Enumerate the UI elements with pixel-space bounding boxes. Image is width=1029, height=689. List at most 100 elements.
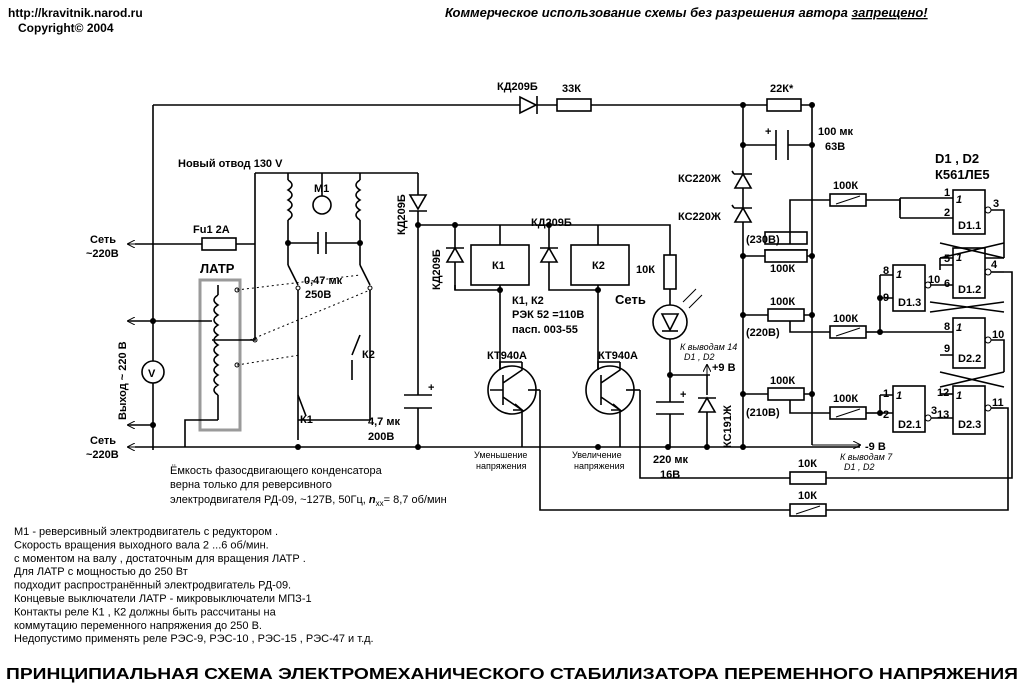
label-plus9: +9 В [712,362,736,374]
transistor-kt940-2 [585,362,635,447]
svg-text:+: + [765,126,771,138]
gate-d2-3-name: D2.3 [958,419,981,431]
pin-13: 13 [937,409,949,421]
gate-d2-2-name: D2.2 [958,353,981,365]
label-dec1: Уменьшение [474,450,527,460]
pin-11: 11 [992,397,1004,409]
m1-notes: М1 - реверсивный электродвигатель с реду… [14,526,374,645]
gate-d1-1 [952,189,986,235]
label-cap47-1: 4,7 мк [368,416,400,428]
label-r100k-c: 100К [770,375,795,387]
zener-kc220-2 [731,204,753,223]
label-fu1: Fu1 2A [193,224,230,236]
resistor-230 [764,231,808,245]
header-warning: Коммерческое использование схемы без раз… [445,5,928,20]
resistor-22k [766,98,802,112]
label-r10k: 10К [636,264,655,276]
label-r100k-a: 100К [770,263,795,275]
led-power [652,288,703,340]
resistor-33k [556,98,592,112]
label-res-22k: 22К* [770,83,794,95]
pin-8b: 8 [944,321,950,333]
label-to7-2: D1 , D2 [844,462,875,472]
label-relay2: РЭК 52 =110В [512,309,584,321]
cap-note-3d: = 8,7 об/мин [384,494,447,506]
label-r100k-b: 100К [770,296,795,308]
cap-note-1: Ёмкость фазосдвигающего конденсатора [170,465,383,477]
label-net-top1: Сеть [90,234,116,246]
label-relay3: пасп. 003-55 [512,324,578,336]
m1-note-line: с моментом на валу , достаточным для вра… [14,553,306,565]
gate-d1-3-symbol: 1 [896,269,902,281]
pin-9b: 9 [944,343,950,355]
label-k1sw: К1 [300,414,313,426]
label-r230: (230В) [746,234,780,246]
label-cap-100v: 63В [825,141,845,153]
m1-note-line: Концевые выключатели ЛАТР - микровыключа… [14,593,312,605]
gate-d2-1 [892,385,926,433]
motor-m1 [312,195,332,215]
label-minus9: -9 В [865,441,886,453]
label-inc1: Увеличение [572,450,622,460]
resistor-10k-b [789,471,827,485]
m1-note-line: подходит распространённый электродвигате… [14,580,291,592]
label-diode-top: КД209Б [497,81,538,93]
pin-3: 3 [993,198,999,210]
gate-d2-2 [952,317,986,369]
gate-d2-3-symbol: 1 [956,390,962,402]
gate-d2-1-name: D2.1 [898,419,921,431]
label-d-title1: D1 , D2 [935,151,979,166]
m1-note-line: Недопустимо применять реле РЭС-9, РЭС-10… [14,633,374,645]
label-net-bot2: ~220В [86,449,119,461]
pin-5: 5 [944,253,950,265]
label-r10k-b: 10К [798,458,817,470]
relay-k1 [470,244,530,286]
label-relay1: К1, К2 [512,295,544,307]
label-k1box: К1 [492,260,505,272]
label-kc191: КС191Ж [722,405,734,448]
gate-d2-2-symbol: 1 [956,322,962,334]
label-new-tap: Новый отвод 130 V [178,158,283,170]
label-latr: ЛАТР [200,261,235,276]
fuse-fu1 [201,237,237,251]
relay-k2 [570,244,630,286]
diode-top [519,95,538,115]
label-dec2: напряжения [476,461,527,471]
label-diode-v1: КД209Б [396,194,408,235]
label-kc2: КС220Ж [678,211,721,223]
label-diode-k2: КД209Б [531,217,572,229]
label-kc1: КС220Ж [678,173,721,185]
resistor-100k-c [767,387,805,401]
label-r210: (210В) [746,407,780,419]
svg-text:+: + [428,382,434,394]
gate-d1-3-name: D1.3 [898,297,921,309]
m1-note-line: М1 - реверсивный электродвигатель с реду… [14,526,278,538]
m1-note-line: Скорость вращения выходного вала 2 ...6 … [14,539,269,551]
zener-kc220-1 [731,170,753,189]
label-r100k-d: 100К [833,180,858,192]
label-r100k-e: 100К [833,313,858,325]
label-res-33k: 33К [562,83,581,95]
cap-note-3b: n [369,494,376,506]
label-cap220-2: 16В [660,469,680,481]
pin-10: 10 [928,274,940,286]
pin-10b: 10 [992,329,1004,341]
cap-note-2: верна только для реверсивного [170,479,332,491]
label-cap220-1: 220 мк [653,454,689,466]
m1-note-line: Контакты реле К1 , К2 должны быть рассчи… [14,606,277,618]
header-warning-prefix: Коммерческое использование схемы без раз… [445,5,851,20]
header-warning-emphasis: запрещено! [851,5,928,20]
svg-text:+: + [680,389,686,401]
label-r220: (220В) [746,327,780,339]
resistor-100k-b [767,308,805,322]
label-cap047-1: 0,47 мк [304,275,343,287]
gate-d1-2-name: D1.2 [958,284,981,296]
header-url: http://kravitnik.narod.ru [8,6,143,20]
pin-4: 4 [991,259,998,271]
gate-d1-2-symbol: 1 [956,252,962,264]
label-k2sw: К2 [362,349,375,361]
gate-d1-2 [952,247,986,299]
footer-title: ПРИНЦИПИАЛЬНАЯ СХЕМА ЭЛЕКТРОМЕХАНИЧЕСКОГ… [6,666,1018,683]
label-to14-2: D1 , D2 [684,352,715,362]
